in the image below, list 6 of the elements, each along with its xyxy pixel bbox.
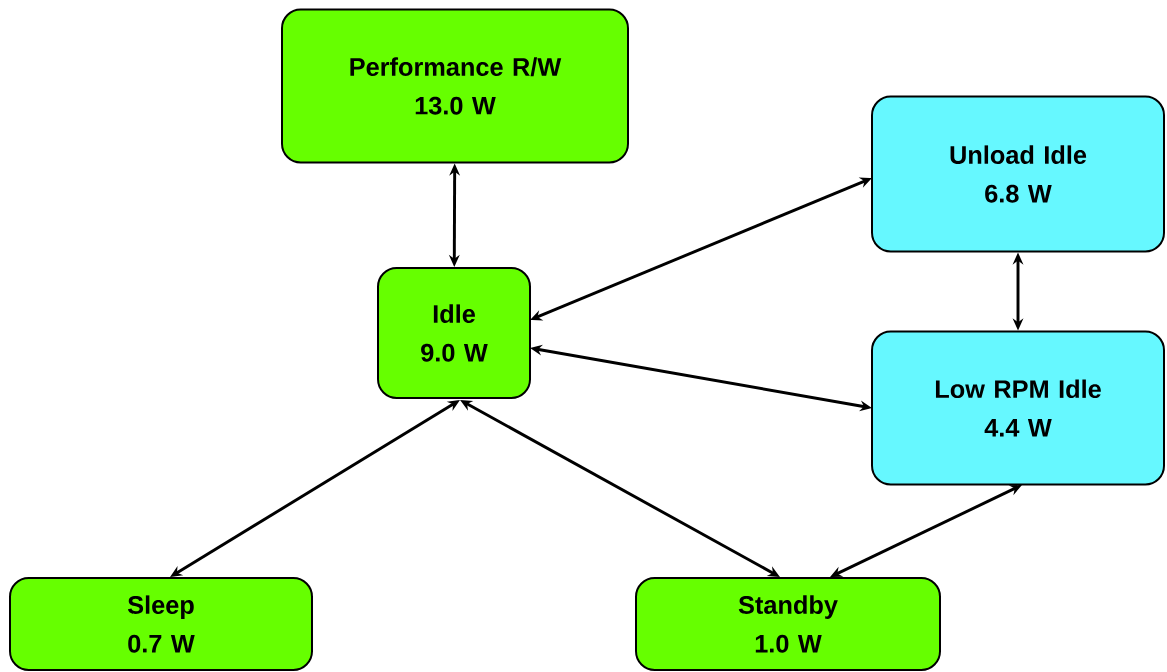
state-box: Idle 9.0 W	[377, 267, 531, 399]
state-box: Unload Idle 6.8 W	[871, 95, 1165, 253]
state-box: Sleep 0.7 W	[9, 577, 313, 671]
state-box: Standby 1.0 W	[635, 577, 941, 671]
state-box: Performance R/W 13.0 W	[281, 8, 629, 164]
state-box: Low RPM Idle 4.4 W	[871, 330, 1165, 486]
